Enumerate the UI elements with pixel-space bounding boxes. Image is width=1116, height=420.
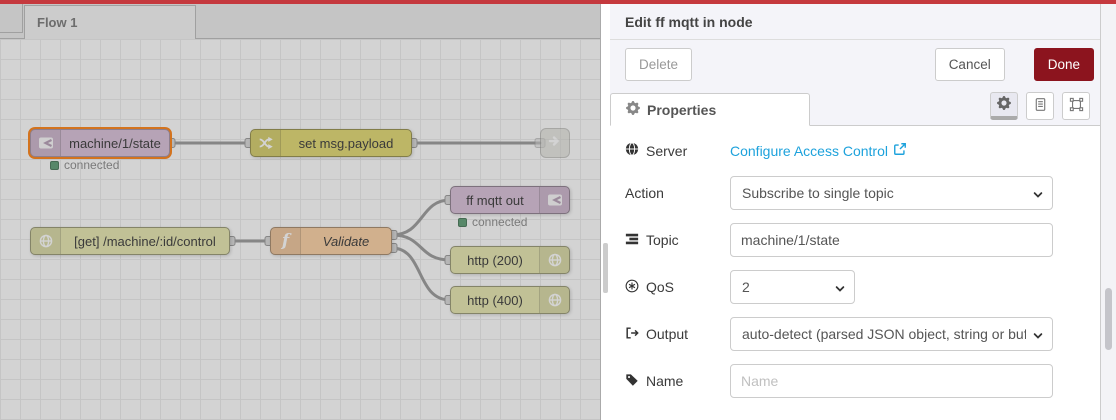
workspace-scrollbar <box>600 4 610 420</box>
workspace-tabbar: Flow 1 <box>0 4 600 39</box>
tray-toolbar: Delete Cancel Done <box>610 40 1100 88</box>
list-lines-icon <box>625 232 639 249</box>
properties-tab-button[interactable] <box>990 92 1018 120</box>
form-row-action: Action Subscribe to single topic <box>625 176 1085 210</box>
status-dot-icon <box>50 160 59 170</box>
done-button[interactable]: Done <box>1033 47 1094 81</box>
flow-tab-label: Flow 1 <box>37 15 78 30</box>
node-label: machine/1/state <box>69 135 161 151</box>
node-link-out[interactable] <box>540 128 570 158</box>
node-function[interactable]: f Validate <box>270 227 392 255</box>
qos-circle-icon <box>625 279 639 296</box>
server-label: Server <box>625 142 730 159</box>
flow-workspace: Flow 1 <box>0 4 600 420</box>
sign-out-icon <box>625 326 639 343</box>
form-row-name: Name <box>625 364 1085 398</box>
wire[interactable] <box>390 246 452 302</box>
node-label: set msg.payload <box>298 135 394 151</box>
node-http-in[interactable]: [get] /machine/:id/control <box>30 227 230 255</box>
tray-title: Edit ff mqtt in node <box>625 13 753 30</box>
configure-access-control-link[interactable]: Configure Access Control <box>730 142 907 159</box>
name-input[interactable] <box>730 364 1053 398</box>
chevron-down-icon <box>1032 188 1044 204</box>
status-dot-icon <box>458 217 467 227</box>
description-tab-button[interactable] <box>1026 92 1054 120</box>
output-label: Output <box>625 326 730 343</box>
document-icon <box>1033 97 1048 115</box>
brand-top-bar <box>0 0 1116 4</box>
status-text: connected <box>472 215 528 229</box>
wire[interactable] <box>390 198 452 237</box>
node-mqtt-in[interactable]: machine/1/state <box>30 129 170 157</box>
globe-icon <box>539 247 569 273</box>
action-label: Action <box>625 185 664 201</box>
node-http-response-200[interactable]: http (200) <box>450 246 570 274</box>
wire[interactable] <box>390 233 452 262</box>
node-http-response-400[interactable]: http (400) <box>450 286 570 314</box>
globe-icon <box>625 142 639 159</box>
node-label: http (400) <box>467 292 523 308</box>
tray-tabbar: Properties <box>610 88 1100 126</box>
gear-icon <box>997 96 1011 113</box>
node-status: connected <box>50 158 119 172</box>
qos-select[interactable]: 2 <box>730 270 855 304</box>
cancel-button[interactable]: Cancel <box>934 47 1005 81</box>
workspace-scrollbar-thumb[interactable] <box>603 243 608 293</box>
qos-label: QoS <box>625 279 730 296</box>
form-row-topic: Topic <box>625 223 1085 257</box>
arrow-right-icon <box>547 133 563 154</box>
tab-properties-label: Properties <box>647 101 717 118</box>
external-link-icon <box>893 142 907 159</box>
delete-button[interactable]: Delete <box>625 47 693 81</box>
mqtt-bridge-icon <box>539 187 569 213</box>
topic-label: Topic <box>625 232 730 249</box>
swap-arrows-icon <box>251 130 281 156</box>
tag-icon <box>625 373 639 390</box>
tray-scrollbar-thumb[interactable] <box>1105 288 1112 350</box>
form-row-qos: QoS 2 <box>625 270 1085 304</box>
tabbar-edge <box>0 4 23 33</box>
node-label: ff mqtt out <box>466 192 524 208</box>
name-label: Name <box>625 373 730 390</box>
appearance-tab-button[interactable] <box>1062 92 1090 120</box>
node-label: Validate <box>322 233 370 249</box>
node-label: http (200) <box>467 252 523 268</box>
globe-icon <box>539 287 569 313</box>
flow-canvas[interactable]: machine/1/state connected set msg.payloa… <box>0 39 600 420</box>
selection-frame-icon <box>1069 97 1084 115</box>
node-mqtt-out[interactable]: ff mqtt out <box>450 186 570 214</box>
tray-header: Edit ff mqtt in node <box>610 4 1100 40</box>
output-select[interactable]: auto-detect (parsed JSON object, string … <box>730 317 1053 351</box>
tab-flow-1[interactable]: Flow 1 <box>24 5 196 39</box>
node-change[interactable]: set msg.payload <box>250 129 412 157</box>
gear-icon <box>626 101 640 118</box>
chevron-down-icon <box>834 282 846 298</box>
form-row-server: Server Configure Access Control <box>625 142 1085 159</box>
mqtt-bridge-icon <box>31 130 61 156</box>
action-select[interactable]: Subscribe to single topic <box>730 176 1053 210</box>
status-text: connected <box>64 158 120 172</box>
edit-tray: Edit ff mqtt in node Delete Cancel Done … <box>610 4 1100 420</box>
globe-icon <box>31 228 61 254</box>
node-status: connected <box>458 215 527 229</box>
node-label: [get] /machine/:id/control <box>74 233 216 249</box>
chevron-down-icon <box>1032 329 1044 345</box>
tray-body: Server Configure Access Control Action S… <box>610 126 1100 420</box>
tray-scrollbar <box>1100 4 1116 420</box>
tab-properties[interactable]: Properties <box>610 93 810 126</box>
form-row-output: Output auto-detect (parsed JSON object, … <box>625 317 1085 351</box>
topic-input[interactable] <box>730 223 1053 257</box>
function-icon: f <box>271 228 301 254</box>
